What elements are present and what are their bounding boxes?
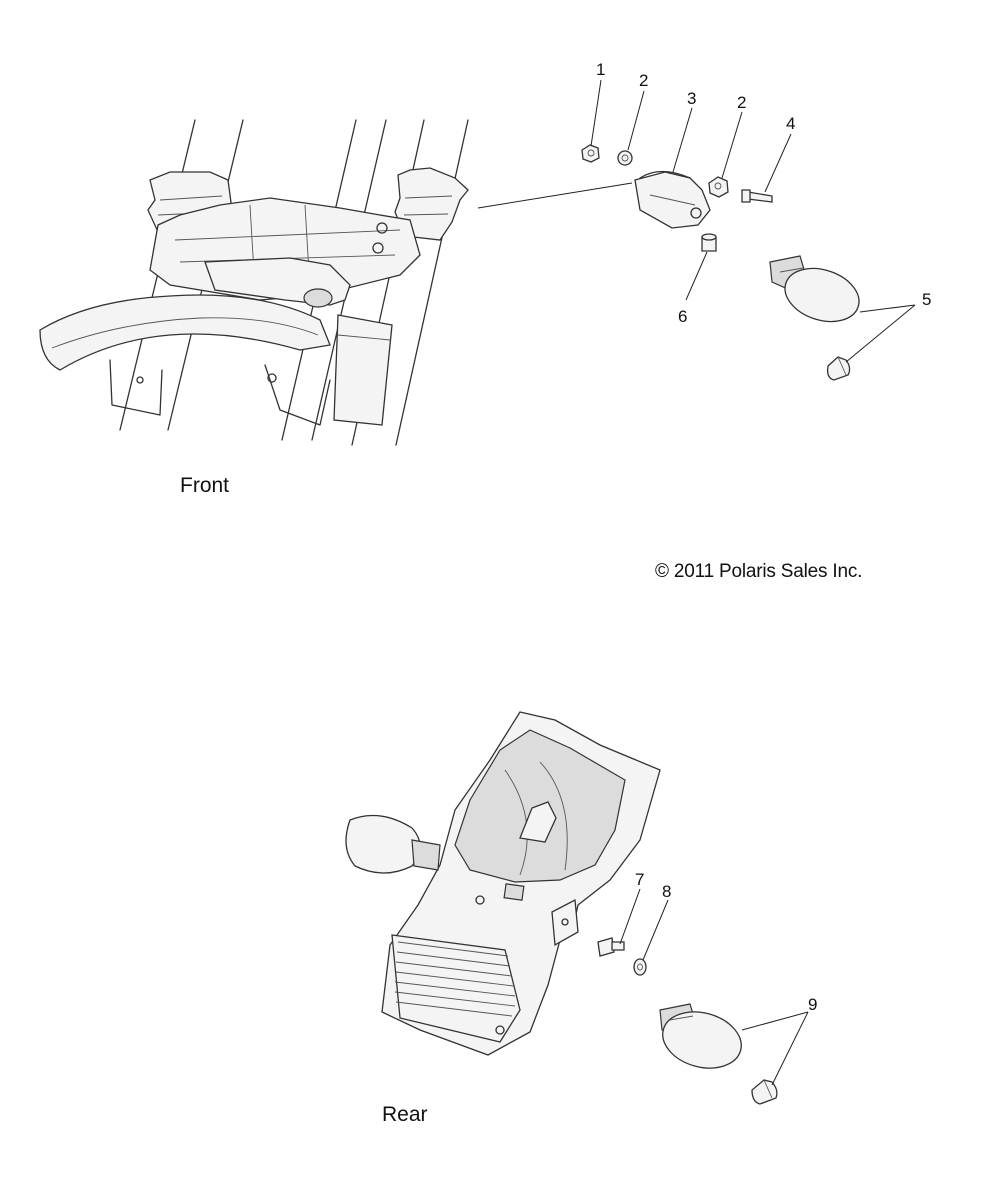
turn-signal-lens-part-5 <box>769 255 860 323</box>
nut-part-1 <box>581 144 600 163</box>
bulb-part-9 <box>751 1079 778 1105</box>
rear-turn-signal-parts <box>597 937 778 1105</box>
front-view-label: Front <box>180 474 230 497</box>
bolt-part-4 <box>741 189 773 203</box>
bulb-part-5 <box>826 356 851 381</box>
copyright-notice: © 2011 Polaris Sales Inc. <box>655 561 863 582</box>
callout-6: 6 <box>678 307 687 326</box>
front-fork-assembly <box>39 119 633 446</box>
washer-part-8 <box>633 958 647 976</box>
callout-2a: 2 <box>639 71 648 90</box>
callout-8: 8 <box>662 882 671 901</box>
rear-fender-assembly <box>345 711 661 1056</box>
callout-1: 1 <box>596 60 605 79</box>
washer-part-2a <box>617 150 633 166</box>
license-plate-grille <box>394 941 516 1017</box>
callout-7: 7 <box>635 870 644 889</box>
callout-4: 4 <box>786 114 795 133</box>
rear-callouts: 7 8 9 <box>619 870 817 1086</box>
callout-2b: 2 <box>737 93 746 112</box>
callout-9: 9 <box>808 995 817 1014</box>
rear-view-label: Rear <box>382 1103 428 1126</box>
callout-5: 5 <box>922 290 931 309</box>
clamp-bracket-part-3 <box>634 170 711 229</box>
flange-nut-part-2b <box>708 176 729 198</box>
pin-part-6 <box>701 233 717 252</box>
bolt-part-7 <box>597 937 625 957</box>
turn-signal-lens-part-9 <box>659 1003 742 1069</box>
front-turn-signal-parts <box>581 144 860 381</box>
callout-3: 3 <box>687 89 696 108</box>
front-callouts: 1 2 3 2 4 5 6 <box>590 60 931 363</box>
